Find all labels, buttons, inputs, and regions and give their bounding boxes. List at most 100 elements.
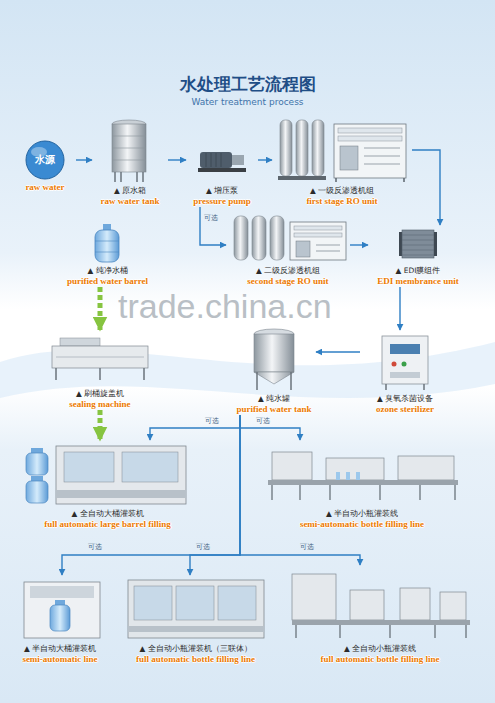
first-ro-art-part: [278, 176, 326, 180]
optional-note: 可选: [204, 214, 218, 223]
auto-bottle-line-art-part: [292, 574, 336, 620]
purified-water-barrel-art: [95, 224, 119, 262]
auto-bottle-line-art-part: [292, 620, 470, 625]
chinese-label: ▲ 全自动小瓶灌装机（三联体）: [139, 644, 251, 654]
triblock-filler-art-part: [218, 586, 256, 620]
large-barrel-filler-art-part: [31, 448, 43, 453]
semi-auto-barrel-filler-art: [24, 582, 100, 638]
flow-arrow: [98, 287, 103, 330]
second-ro-art-part: [316, 245, 340, 251]
english-label: full automatic bottle filling line: [321, 654, 440, 665]
water-sphere-body: [26, 141, 64, 179]
pipe-line: [240, 415, 300, 440]
edi-unit-art-part: [402, 235, 434, 255]
english-label: raw water: [25, 182, 64, 193]
pressure-pump-art: [198, 152, 246, 172]
optional-note: 可选: [88, 543, 102, 552]
second-ro-art: [234, 216, 346, 260]
first-ro-art-part: [364, 148, 400, 164]
auto-bottle-line-art: [292, 574, 470, 638]
second-ro-art-part: [290, 222, 346, 260]
semi-auto-barrel-filler-art-part: [55, 600, 65, 605]
semi-auto-bottle-line-art-part: [326, 458, 384, 480]
raw-water-tank-art: [112, 120, 146, 182]
equipment-node: ▲ 纯净水桶purified water barrel: [55, 222, 160, 287]
optional-note: 可选: [205, 417, 219, 426]
first-ro-art-part: [340, 146, 358, 170]
equipment-node: ▲ 纯水罐purified water tank: [232, 325, 316, 415]
pipe-line: [258, 159, 272, 160]
sealing-machine-art-part: [60, 338, 100, 346]
large-barrel-filler-art-part: [122, 452, 178, 482]
large-barrel-filler-art-part: [26, 481, 48, 503]
semi-auto-bottle-line-art-part: [336, 472, 340, 480]
pipe-line: [190, 415, 240, 575]
subtitle: Water treatment process: [0, 97, 495, 108]
auto-bottle-line-art-part: [350, 590, 384, 620]
purified-water-tank-art-part: [254, 334, 294, 372]
chinese-label: ▲ 刷桶旋盖机: [76, 389, 124, 399]
flow-arrow: [98, 410, 103, 440]
second-ro-art-part: [270, 216, 284, 260]
english-label: purified water tank: [237, 404, 312, 415]
semi-auto-barrel-filler-art-part: [50, 605, 70, 631]
english-label: EDI membrance unit: [377, 276, 459, 287]
sealing-machine-art-part: [56, 368, 144, 380]
second-ro-art-part: [252, 216, 266, 260]
first-ro-art-part: [338, 136, 402, 141]
second-ro-art-part: [294, 233, 342, 237]
ozone-sterilizer-art-part: [382, 336, 428, 384]
first-ro-art-part: [296, 120, 308, 176]
triblock-filler-art-part: [176, 586, 214, 620]
equipment-node: ▲ 半自动小瓶灌装线semi-automatic bottle filling …: [262, 440, 462, 530]
diagram-title: 水处理工艺流程图: [0, 74, 495, 94]
equipment-node: ▲ EDI膜组件EDI membrance unit: [368, 225, 468, 287]
large-barrel-filler-art: [26, 446, 186, 504]
ozone-sterilizer-art-part: [390, 372, 420, 378]
source-label: 水源: [25, 140, 65, 180]
first-ro-art-part: [334, 124, 406, 178]
sealing-machine-art-part: [56, 357, 144, 358]
raw-water-tank-art-part: [112, 124, 146, 172]
triblock-filler-art-part: [128, 580, 264, 638]
semi-auto-bottle-line-art-part: [272, 485, 455, 500]
chinese-label: ▲ 半自动大桶灌装机: [24, 644, 96, 654]
equipment-node: ▲ 增压泵pressure pump: [186, 140, 258, 207]
large-barrel-filler-art-part: [31, 476, 43, 481]
auto-bottle-line-art-part: [296, 625, 466, 638]
optional-note: 可选: [300, 543, 314, 552]
pressure-pump-art-part: [206, 153, 221, 167]
purified-water-tank-art-part: [257, 372, 291, 390]
chinese-label: ▲ 增压泵: [206, 186, 238, 196]
source-circle: 水源 raw water: [14, 140, 76, 193]
triblock-filler-art: [128, 580, 264, 638]
second-ro-art-part: [296, 241, 310, 257]
english-label: ozone sterilizer: [376, 404, 434, 415]
edi-unit-art: [399, 230, 437, 258]
semi-auto-bottle-line-art: [268, 452, 458, 500]
english-label: pressure pump: [193, 196, 250, 207]
purified-water-tank-art-part: [254, 372, 294, 384]
equipment-node: ▲ 二级反渗透机组second stage RO unit: [226, 212, 350, 287]
chinese-label: ▲ 半自动小瓶灌装线: [326, 509, 398, 519]
chinese-label: ▲ 一级反渗透机组: [310, 186, 374, 196]
large-barrel-filler-art-part: [26, 453, 48, 475]
pressure-pump-art-part: [232, 155, 244, 165]
chinese-label: ▲ 纯净水桶: [87, 266, 127, 276]
pipe-line: [168, 159, 186, 160]
purified-water-barrel-art-part: [103, 224, 111, 230]
semi-auto-bottle-line-art-part: [268, 480, 458, 485]
equipment-node: ▲ 刷桶旋盖机sealing machine: [40, 330, 160, 410]
second-ro-art-part: [234, 216, 248, 260]
first-ro-art-part: [312, 120, 324, 176]
semi-auto-bottle-line-art-part: [356, 472, 360, 480]
edi-unit-art-part: [402, 230, 434, 258]
first-ro-art-part: [336, 178, 404, 182]
triblock-filler-art-part: [128, 626, 264, 632]
optional-note: 可选: [256, 417, 270, 426]
english-label: second stage RO unit: [247, 276, 328, 287]
english-label: semi-automatic bottle filling line: [300, 519, 424, 530]
equipment-node: ▲ 全自动小瓶灌装机（三联体）full automatic bottle fil…: [118, 575, 273, 665]
